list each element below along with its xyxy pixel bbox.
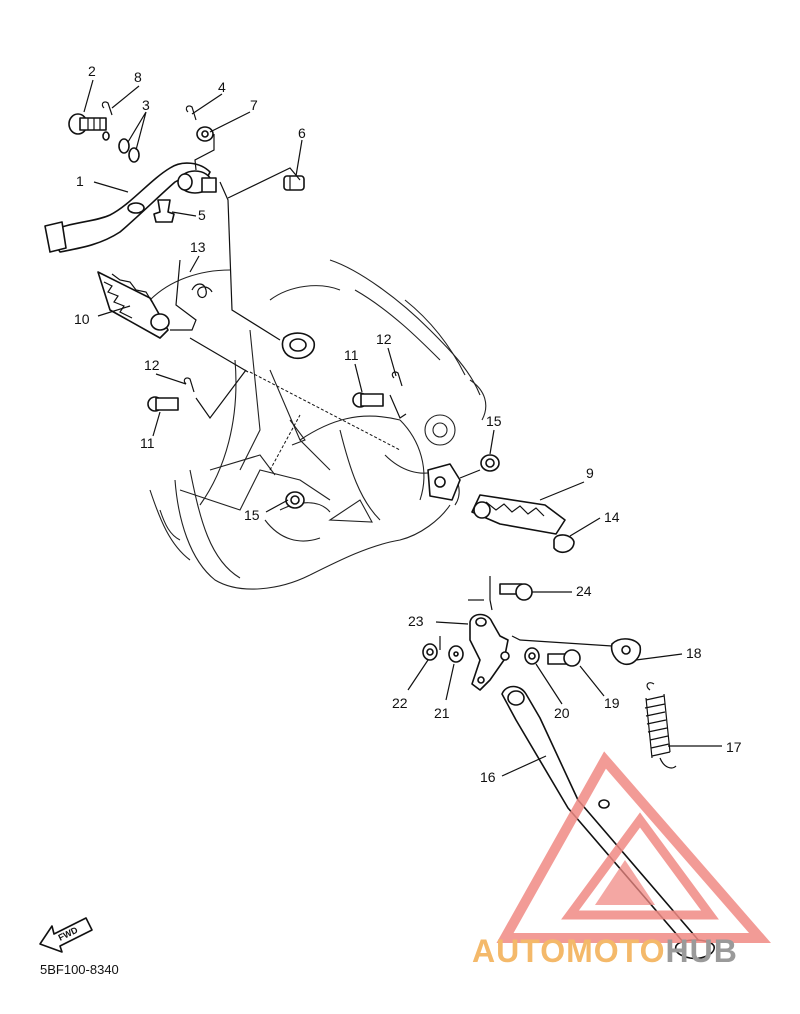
logo-triangle-core bbox=[595, 860, 655, 905]
callout-18: 18 bbox=[686, 645, 702, 661]
washer-part-21 bbox=[448, 645, 464, 663]
logo-triangle-outer bbox=[496, 751, 771, 943]
logo-text-automoto: AUTOMOTO bbox=[472, 933, 665, 969]
plate-part-18 bbox=[610, 638, 642, 666]
callout-19: 19 bbox=[604, 695, 620, 711]
callout-8: 8 bbox=[134, 69, 142, 85]
cotter-pin-part-12-right bbox=[391, 371, 403, 387]
callout-9: 9 bbox=[586, 465, 594, 481]
callout-13: 14 bbox=[604, 509, 620, 525]
cotter-pin-part-8 bbox=[101, 101, 113, 116]
footrest-left-part-10 bbox=[97, 271, 170, 339]
washer-part-7 bbox=[196, 126, 214, 142]
sidestand-part-16 bbox=[501, 685, 715, 960]
callout-16: 16 bbox=[480, 769, 496, 785]
callout-10: 10 bbox=[74, 311, 90, 327]
callout-3: 3 bbox=[142, 97, 150, 113]
logo-text-hub: HUB bbox=[665, 933, 737, 969]
callout-6: 6 bbox=[298, 125, 306, 141]
callout-17: 17 bbox=[726, 739, 742, 755]
footrest-right-part-9 bbox=[471, 494, 566, 535]
bolt-part-24 bbox=[499, 583, 533, 601]
callout-15: 15 bbox=[486, 413, 502, 429]
pin-part-11-right bbox=[352, 392, 384, 408]
automotohub-logo: AUTOMOTOHUB bbox=[472, 751, 771, 969]
collar-part-20 bbox=[524, 647, 540, 665]
frame-outline bbox=[149, 259, 487, 590]
cotter-pin-part-4 bbox=[185, 105, 197, 121]
logo-triangle-inner bbox=[561, 812, 719, 920]
callout-4: 4 bbox=[218, 79, 226, 95]
callout-21: 21 bbox=[434, 705, 450, 721]
callout-11-right: 11 bbox=[344, 347, 359, 363]
bracket-part-23 bbox=[469, 613, 510, 691]
svg-text:AUTOMOTOHUB: AUTOMOTOHUB bbox=[472, 933, 738, 969]
bushing-part-15-lower bbox=[285, 491, 305, 509]
callout-15-lower: 15 bbox=[244, 507, 260, 523]
bushing-part-15 bbox=[480, 454, 500, 472]
callout-5: 5 bbox=[198, 207, 206, 223]
spring-part-17 bbox=[644, 682, 677, 769]
washer-part-3 bbox=[118, 138, 140, 163]
callouts: 2 8 3 4 7 6 1 5 13 10 12 11 11 12 15 9 1… bbox=[74, 63, 742, 785]
callout-20: 20 bbox=[554, 705, 570, 721]
nut-part-22 bbox=[422, 643, 438, 661]
grease-nipple-part-5 bbox=[153, 199, 175, 223]
cotter-pin-part-12 bbox=[183, 377, 195, 393]
pivot-bolt-part-2 bbox=[68, 113, 110, 141]
diagram-code: 5BF100-8340 bbox=[40, 962, 119, 977]
clip-part-13 bbox=[553, 534, 575, 554]
callout-14: 13 bbox=[190, 239, 206, 255]
pin-part-6 bbox=[283, 175, 305, 191]
callout-12: 12 bbox=[144, 357, 160, 373]
pin-part-11 bbox=[147, 396, 179, 412]
callout-24: 24 bbox=[576, 583, 592, 599]
callout-7: 7 bbox=[250, 97, 258, 113]
callout-23: 23 bbox=[408, 613, 424, 629]
pedal-arm-part-1 bbox=[44, 162, 217, 253]
callout-12-right: 12 bbox=[376, 331, 392, 347]
footrest-bracket bbox=[427, 463, 461, 501]
assembly-lines-lower bbox=[439, 576, 613, 650]
callout-2: 2 bbox=[88, 63, 96, 79]
bolt-part-19 bbox=[547, 649, 581, 667]
leader-lines bbox=[83, 79, 722, 777]
callout-1: 1 bbox=[76, 173, 84, 189]
spring-part-14 bbox=[191, 283, 213, 299]
assembly-lines-upper bbox=[170, 134, 481, 479]
callout-22: 22 bbox=[392, 695, 408, 711]
frame-boss bbox=[281, 332, 316, 360]
fwd-arrow-icon: FWD bbox=[39, 917, 93, 953]
callout-11: 11 bbox=[140, 435, 155, 451]
